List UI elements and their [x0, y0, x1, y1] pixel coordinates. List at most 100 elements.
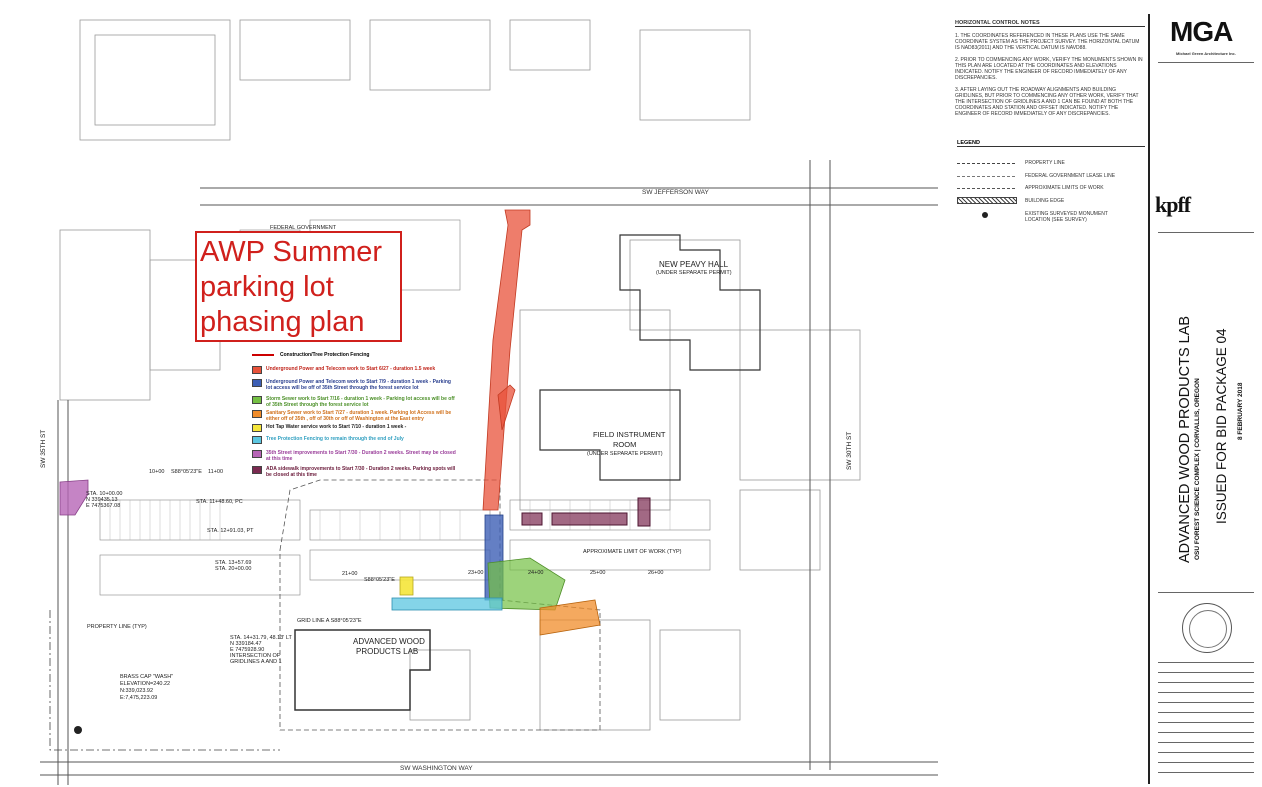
label-sw-30th-st: SW 30TH ST [846, 431, 853, 470]
label-new-peavy-hall: NEW PEAVY HALL [659, 260, 729, 269]
label-sta-10: STA. 10+00.00 [86, 491, 123, 497]
divider [1158, 662, 1254, 663]
revision-line [1158, 672, 1254, 673]
control-note: 3. AFTER LAYING OUT THE ROADWAY ALIGNMEN… [955, 87, 1139, 117]
label-station-11: 11+00 [208, 469, 224, 475]
label-new-peavy-permit: (UNDER SEPARATE PERMIT) [656, 270, 732, 276]
label-property-line: PROPERTY LINE (TYP) [87, 624, 147, 630]
label-sta-12: STA. 12+91.03, PT [207, 528, 254, 534]
legend-item: APPROXIMATE LIMITS OF WORK [1025, 185, 1104, 191]
legend-building-edge-hatch [957, 197, 1017, 204]
swatch-power-telecom-2 [252, 379, 262, 387]
label-sta-14-note1: INTERSECTION OF [230, 653, 281, 659]
revision-line [1158, 762, 1254, 763]
label-sw-jefferson-way: SW JEFFERSON WAY [642, 189, 709, 196]
phasing-item-text: Underground Power and Telecom work to St… [266, 379, 451, 391]
control-note: 2. PRIOR TO COMMENCING ANY WORK, VERIFY … [955, 57, 1143, 81]
label-station-24: 24+00 [528, 570, 544, 576]
phasing-plan-title: AWP Summer parking lot phasing plan [195, 231, 402, 342]
engineer-seal [1182, 603, 1232, 653]
label-approx-limit: APPROXIMATE LIMIT OF WORK (TYP) [583, 549, 682, 555]
horizontal-control-heading: HORIZONTAL CONTROL NOTES [955, 20, 1145, 27]
label-sta-14-note2: GRIDLINES A AND 1 [230, 659, 282, 665]
label-sta-13b: STA. 20+00.00 [215, 566, 252, 572]
phasing-key-heading-text: Construction/Tree Protection Fencing [280, 352, 370, 358]
label-awp-lab-1: ADVANCED WOOD [353, 637, 425, 646]
swatch-sanitary-sewer [252, 410, 262, 418]
label-grid-line-a: GRID LINE A S88°05'23"E [297, 618, 362, 624]
project-title: ADVANCED WOOD PRODUCTS LAB [1177, 315, 1193, 563]
legend-line-federal [957, 176, 1015, 177]
title-line-2: parking lot [200, 271, 334, 303]
label-sta-14: STA. 14+31.79, 48.13' LT [230, 635, 292, 641]
label-sw-washington-way: SW WASHINGTON WAY [400, 765, 473, 772]
monument-icon [982, 212, 988, 218]
control-note: 1. THE COORDINATES REFERENCED IN THESE P… [955, 33, 1140, 51]
mga-subtitle: Michael Green Architecture Inc. [1176, 51, 1236, 56]
label-sta-13: STA. 13+57.69 [215, 560, 252, 566]
swatch-ada-sidewalk [252, 466, 262, 474]
revision-line [1158, 752, 1254, 753]
swatch-power-telecom-1 [252, 366, 262, 374]
legend-item: BUILDING EDGE [1025, 198, 1065, 204]
revision-line [1158, 682, 1254, 683]
label-federal-government: FEDERAL GOVERNMENT [270, 225, 337, 231]
swatch-hot-tap-water [252, 424, 262, 432]
title-line-1: AWP Summer [200, 236, 383, 268]
label-sta-14-e: E 7475928.90 [230, 647, 265, 653]
title-block [1148, 14, 1260, 784]
phasing-item-text: Sanitary Sewer work to Start 7/27 - dura… [266, 410, 452, 422]
label-field-room: ROOM [613, 440, 637, 449]
label-sw-35th-st: SW 35TH ST [40, 429, 47, 468]
label-bearing-1: S88°05'23"E [171, 469, 202, 475]
label-sta-10-n: N 339435.13 [86, 497, 118, 503]
label-brass-cap-elev: ELEVATION=240.22 [120, 681, 171, 687]
phasing-key-heading: Construction/Tree Protection Fencing [252, 352, 369, 358]
swatch-35th-street [252, 450, 262, 458]
revision-line [1158, 692, 1254, 693]
site-plan-map [40, 19, 938, 785]
divider [1158, 592, 1254, 593]
phasing-item-text: Storm Sewer work to Start 7/16 - duratio… [266, 396, 455, 408]
label-station-10: 10+00 [149, 469, 165, 475]
label-bearing-2: S88°05'23"E [364, 577, 395, 583]
label-brass-cap-e: E:7,475,223.09 [120, 695, 158, 701]
legend-heading: LEGEND [957, 140, 1145, 147]
revision-line [1158, 702, 1254, 703]
project-subtitle: OSU FOREST SCIENCE COMPLEX | CORVALLIS, … [1194, 378, 1201, 560]
label-station-25: 25+00 [590, 570, 606, 576]
label-station-23: 23+00 [468, 570, 484, 576]
phasing-item-text: Tree Protection Fencing to remain throug… [266, 436, 404, 442]
phasing-item-text: Hot Tap Water service work to Start 7/10… [266, 424, 407, 430]
horizontal-control-notes: HORIZONTAL CONTROL NOTES 1. THE COORDINA… [955, 20, 1145, 123]
label-awp-lab-2: PRODUCTS LAB [356, 647, 419, 656]
swatch-tree-protection [252, 436, 262, 444]
revision-line [1158, 722, 1254, 723]
legend-item: FEDERAL GOVERNMENT LEASE LINE [1025, 173, 1116, 179]
legend-item: EXISTING SURVEYED MONUMENT LOCATION (SEE… [1025, 211, 1108, 223]
label-station-21: 21+00 [342, 571, 358, 577]
issue-date: 8 FEBRUARY 2018 [1237, 382, 1244, 440]
legend-item: PROPERTY LINE [1025, 160, 1065, 166]
mga-logo: MGA [1170, 16, 1233, 47]
phasing-item-text: ADA sidewalk improvements to Start 7/30 … [266, 466, 456, 478]
kpff-address: ​ [1203, 195, 1253, 199]
title-line-3: phasing plan [200, 306, 365, 338]
revision-line [1158, 732, 1254, 733]
divider [1158, 232, 1254, 233]
legend-line-property [957, 163, 1015, 164]
label-station-26: 26+00 [648, 570, 664, 576]
label-sta-14-n: N 339184.47 [230, 641, 262, 647]
revision-line [1158, 772, 1254, 773]
kpff-logo: kpff [1155, 192, 1191, 217]
label-field-instrument: FIELD INSTRUMENT [593, 430, 666, 439]
label-sta-11: STA. 11+48.60, PC [196, 499, 243, 505]
label-brass-cap-n: N:339,023.92 [120, 688, 154, 694]
legend-line-limits [957, 188, 1015, 189]
phasing-item-text: 35th Street improvements to Start 7/30 -… [266, 450, 456, 462]
swatch-storm-sewer [252, 396, 262, 404]
divider [1158, 62, 1254, 63]
issue-text: ISSUED FOR BID PACKAGE 04 [1214, 328, 1229, 524]
phasing-item-text: Underground Power and Telecom work to St… [266, 366, 436, 372]
label-sta-10-e: E 7475367.08 [86, 503, 121, 509]
